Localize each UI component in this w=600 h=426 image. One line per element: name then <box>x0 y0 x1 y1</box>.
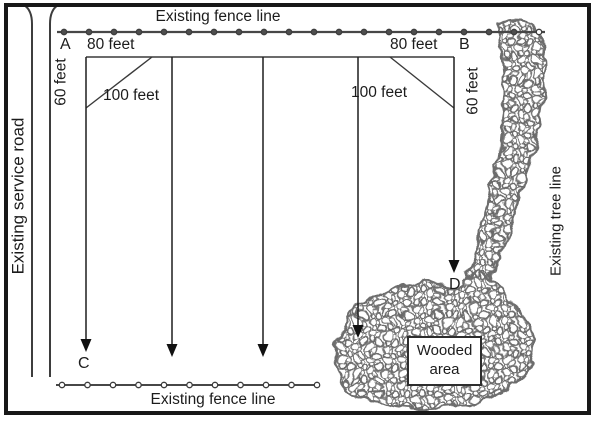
border-frame <box>4 3 591 415</box>
measure-100ft-right: 100 feet <box>351 84 408 101</box>
point-b-label: B <box>459 36 470 53</box>
measurement-arrow-2 <box>166 57 178 357</box>
measurement-arrow-5 <box>448 57 460 273</box>
wooded-area-label-line2: area <box>429 361 460 378</box>
diagonal-right-100ft <box>389 56 455 109</box>
diagonal-left-100ft <box>85 56 153 109</box>
measure-60ft-right: 60 feet <box>464 67 482 115</box>
measurement-arrow-1 <box>80 57 92 352</box>
point-c-label: C <box>78 355 90 372</box>
measurement-arrow-4 <box>352 57 364 338</box>
arrowhead-icon <box>352 325 364 338</box>
survey-arrows <box>80 57 460 357</box>
tree-line-label: Existing tree line <box>547 165 565 277</box>
fence-bottom-label: Existing fence line <box>150 391 276 408</box>
arrowhead-icon <box>257 344 269 357</box>
wooded-area-label-line1: Wooded <box>416 342 473 360</box>
point-a-label: A <box>60 36 71 53</box>
fence-posts-top <box>60 28 543 36</box>
arrowhead-icon <box>80 339 92 352</box>
measure-60ft-left: 60 feet <box>52 58 70 106</box>
measure-100ft-left: 100 feet <box>103 87 160 104</box>
measurement-arrow-3 <box>257 57 269 357</box>
point-d-label: D <box>449 276 461 293</box>
fence-posts-bottom <box>58 381 321 389</box>
fence-top-label: Existing fence line <box>155 8 281 25</box>
arrowhead-icon <box>448 260 460 273</box>
wooded-area-label-box: Wooded area <box>407 336 482 386</box>
arrowhead-icon <box>166 344 178 357</box>
measure-80ft-right: 80 feet <box>390 36 438 53</box>
service-road-label: Existing service road <box>8 117 28 275</box>
measure-80ft-left: 80 feet <box>87 36 135 53</box>
